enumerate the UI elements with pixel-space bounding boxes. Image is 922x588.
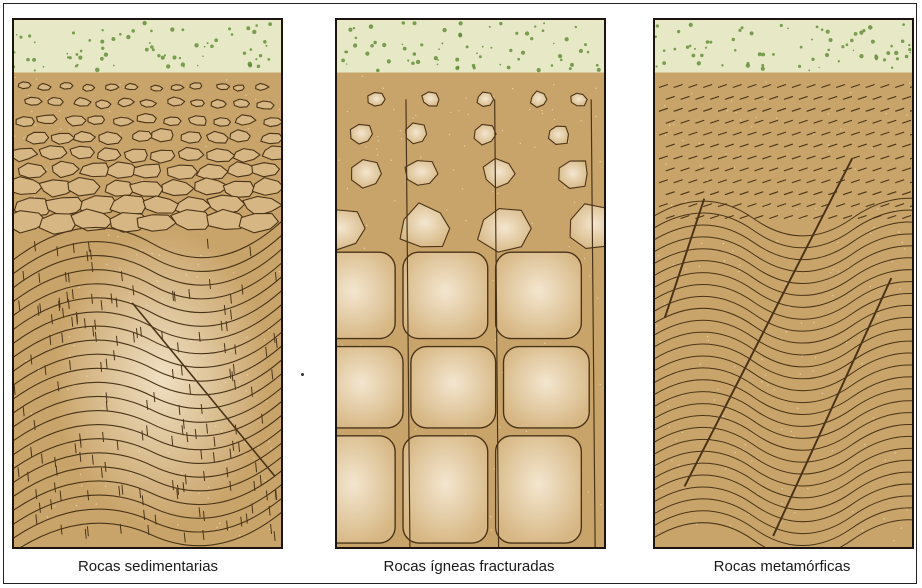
rock-fragment: [214, 118, 231, 126]
rock-block: [411, 347, 496, 428]
rock-block: [496, 252, 582, 338]
rock-fragment: [18, 82, 31, 89]
sedimentary-rock-illustration: [14, 20, 281, 547]
rock-fragment: [264, 118, 281, 127]
caption-sedimentary: Rocas sedimentarias: [0, 558, 298, 575]
rock-fragment: [48, 98, 63, 106]
fractured-igneous-rock-illustration: [337, 20, 604, 547]
rock-block: [504, 347, 590, 428]
rock-fragment: [88, 116, 105, 124]
rock-block: [403, 436, 488, 543]
rock-block: [337, 347, 403, 428]
rock-fragment: [36, 115, 57, 123]
rock-fragment: [234, 99, 250, 107]
rock-fragment: [167, 165, 197, 179]
topsoil-layer: [337, 20, 604, 73]
rock-fragment: [60, 83, 73, 89]
caption-metamorphic: Rocas metamórficas: [632, 558, 922, 575]
rock-fragment: [25, 97, 42, 105]
rock-block: [337, 252, 395, 338]
rock-fragment: [191, 100, 205, 107]
rock-fragment: [217, 84, 230, 90]
ink-speck: [301, 373, 304, 376]
rock-block: [337, 436, 395, 543]
caption-igneous: Rocas ígneas fracturadas: [319, 558, 619, 575]
rock-fragment: [152, 129, 173, 142]
figure: Rocas sedimentarias Rocas ígneas fractur…: [3, 3, 917, 584]
rock-fragment: [164, 117, 181, 125]
rock-fragment: [190, 83, 202, 89]
jointed-blocks: [337, 252, 589, 543]
rock-block: [403, 252, 488, 338]
rock-block: [496, 436, 582, 543]
metamorphic-rock-illustration: [655, 20, 912, 547]
fractured-igneous-rock-panel: [335, 18, 606, 549]
topsoil-layer: [655, 20, 912, 73]
rock-fragment: [181, 132, 201, 143]
rock-fragment: [16, 117, 34, 127]
rock-fragment: [234, 85, 245, 91]
topsoil-layer: [14, 20, 281, 73]
rock-fragment: [368, 93, 385, 106]
sedimentary-rock-panel: [12, 18, 283, 549]
metamorphic-rock-panel: [653, 18, 914, 549]
